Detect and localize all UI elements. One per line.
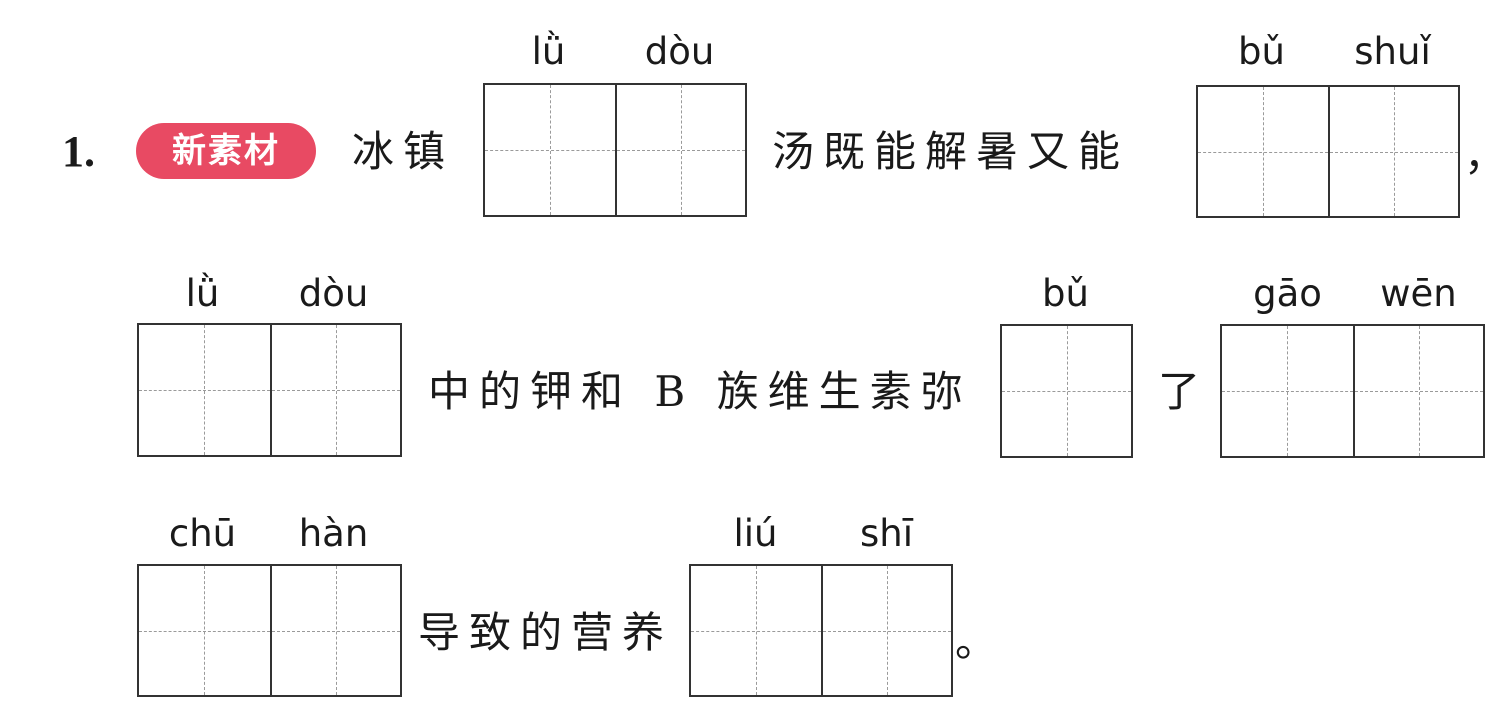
grid-cell[interactable] <box>485 85 615 215</box>
pinyin-2-2: shuǐ <box>1354 30 1431 73</box>
grid-cell[interactable] <box>269 325 400 455</box>
grid-cell[interactable] <box>1352 326 1483 456</box>
sentence-text-5: 导致的营养 <box>418 608 674 657</box>
answer-grid-5[interactable] <box>1220 324 1485 458</box>
grid-cell[interactable] <box>139 566 270 695</box>
grid-cell[interactable] <box>1002 326 1131 456</box>
pinyin-3-2: dòu <box>298 272 369 315</box>
grid-cell[interactable] <box>139 325 270 455</box>
pinyin-2-1: bǔ <box>1238 30 1285 73</box>
grid-cell[interactable] <box>691 566 821 695</box>
pinyin-5-2: wēn <box>1380 272 1457 315</box>
pinyin-6-1: chū <box>168 512 237 555</box>
pinyin-1-1: lǜ <box>531 30 566 73</box>
pinyin-4-1: bǔ <box>1042 272 1089 315</box>
sentence-text-1: 冰镇 <box>352 127 455 176</box>
pinyin-7-2: shī <box>859 512 913 555</box>
grid-cell[interactable] <box>269 566 400 695</box>
answer-grid-6[interactable] <box>137 564 402 697</box>
grid-cell[interactable] <box>1198 87 1328 216</box>
question-number: 1. <box>62 127 95 176</box>
comma-mark: ， <box>1464 126 1506 186</box>
pinyin-6-2: hàn <box>298 512 369 555</box>
new-material-badge: 新素材 <box>136 123 316 179</box>
pinyin-7-1: liú <box>733 512 778 555</box>
grid-cell[interactable] <box>1222 326 1353 456</box>
grid-cell[interactable] <box>615 85 745 215</box>
answer-grid-4[interactable] <box>1000 324 1133 458</box>
answer-grid-1[interactable] <box>483 83 747 217</box>
grid-cell[interactable] <box>1328 87 1458 216</box>
period-mark: 。 <box>955 617 1007 666</box>
sentence-text-2: 汤既能解暑又能 <box>772 127 1130 176</box>
grid-cell[interactable] <box>821 566 951 695</box>
answer-grid-3[interactable] <box>137 323 402 457</box>
pinyin-3-1: lǜ <box>185 272 220 315</box>
sentence-text-3: 中的钾和 B 族维生素弥 <box>428 367 972 416</box>
pinyin-5-1: gāo <box>1253 272 1322 315</box>
answer-grid-2[interactable] <box>1196 85 1460 218</box>
sentence-text-4: 了 <box>1158 367 1210 416</box>
pinyin-1-2: dòu <box>644 30 715 73</box>
answer-grid-7[interactable] <box>689 564 953 697</box>
